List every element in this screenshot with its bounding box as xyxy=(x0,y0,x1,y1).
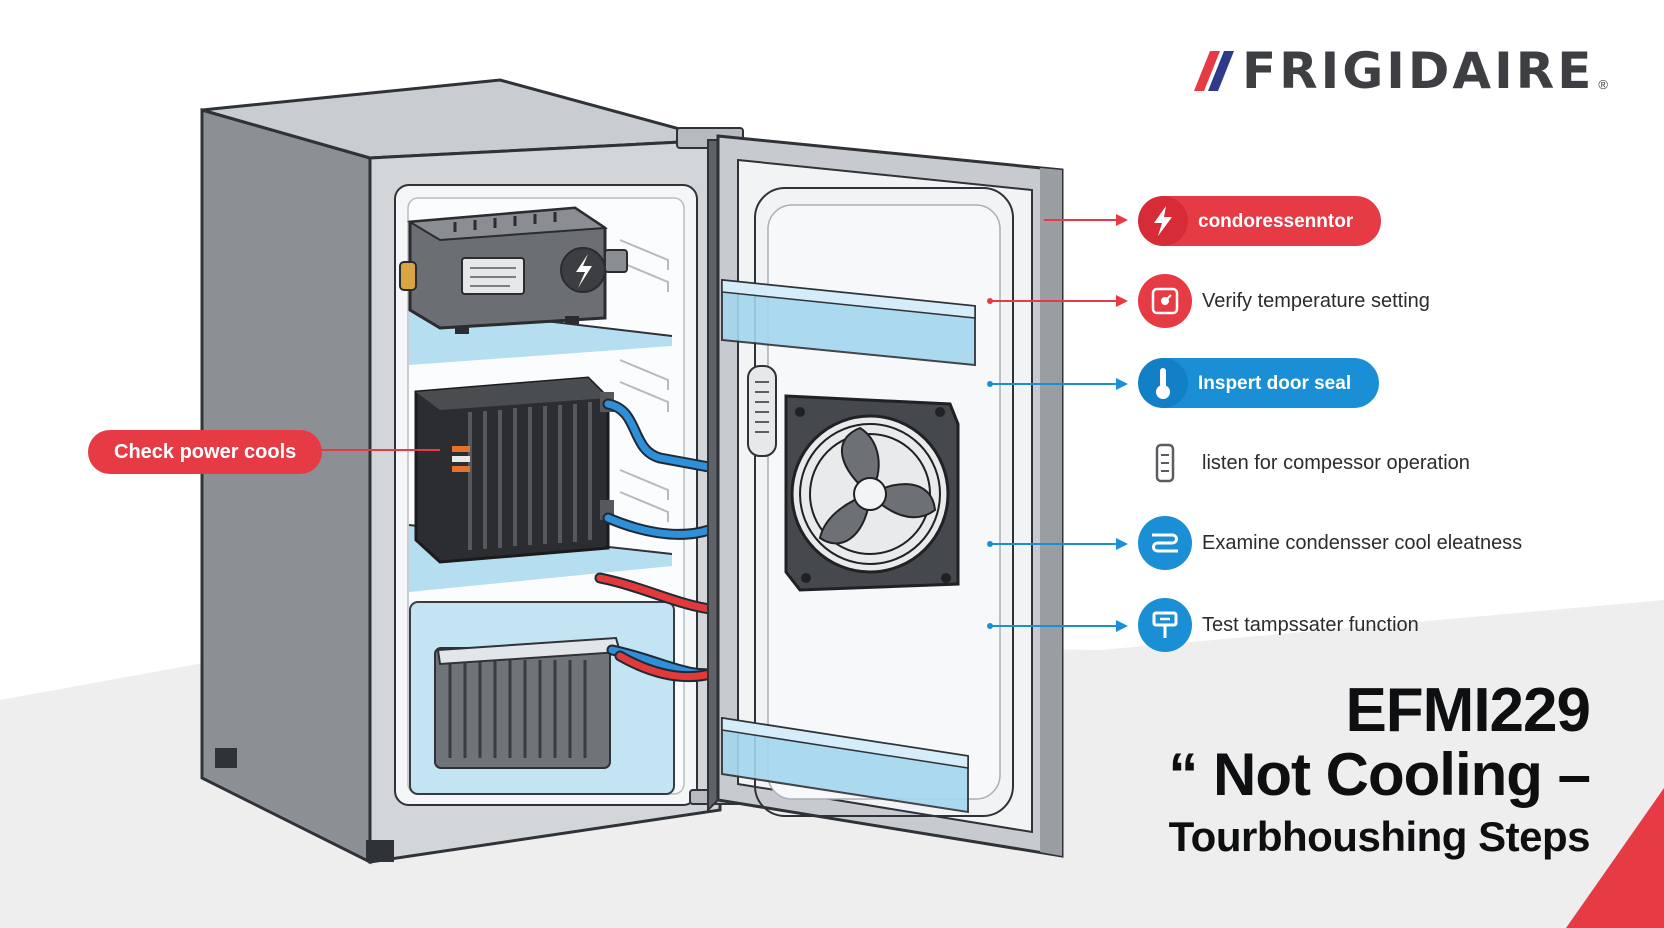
thermostat-plug-icon xyxy=(1138,598,1192,652)
step-label: Test tampssater function xyxy=(1202,613,1419,636)
thermometer-icon xyxy=(1138,358,1188,408)
title-not-cooling: “ Not Cooling – xyxy=(1168,741,1591,808)
step-test-tampssater: Test tampssater function xyxy=(1138,598,1419,652)
battery-meter-icon xyxy=(1138,436,1192,490)
step-examine-condenser: Examine condensser cool eleatness xyxy=(1138,516,1522,570)
lightning-icon xyxy=(1138,196,1188,246)
brand-slash-icon xyxy=(1194,51,1234,91)
step-label: Examine condensser cool eleatness xyxy=(1202,531,1523,554)
title-model: EFMI229 xyxy=(1345,676,1591,745)
thermostat-dial-icon xyxy=(1138,274,1192,328)
step-label: Inspert door seal xyxy=(1198,372,1352,394)
condenser-coil-icon xyxy=(1138,516,1192,570)
step-verify-temperature: Verify temperature setting xyxy=(1138,274,1430,328)
step-label: listen for compessor operation xyxy=(1202,451,1470,474)
corner-accent xyxy=(1566,788,1664,928)
step-label: Verify temperature setting xyxy=(1202,289,1430,312)
brand-logo: FRIGIDAIRE ® xyxy=(1180,46,1608,96)
brand-registered: ® xyxy=(1598,77,1608,92)
brand-name: FRIGIDAIRE xyxy=(1242,42,1595,100)
door-gasket xyxy=(754,187,1014,817)
step-listen-compressor: listen for compessor operation xyxy=(1138,436,1470,490)
step-inspert-door-seal: Inspert door seal xyxy=(1138,358,1380,408)
step-label: condoressenntor xyxy=(1198,210,1354,232)
title-steps: Tourbhoushing Steps xyxy=(1168,813,1591,860)
step-condoressenntor: condoressenntor xyxy=(1138,196,1382,246)
callout-check-power: Check power cools xyxy=(88,430,323,474)
